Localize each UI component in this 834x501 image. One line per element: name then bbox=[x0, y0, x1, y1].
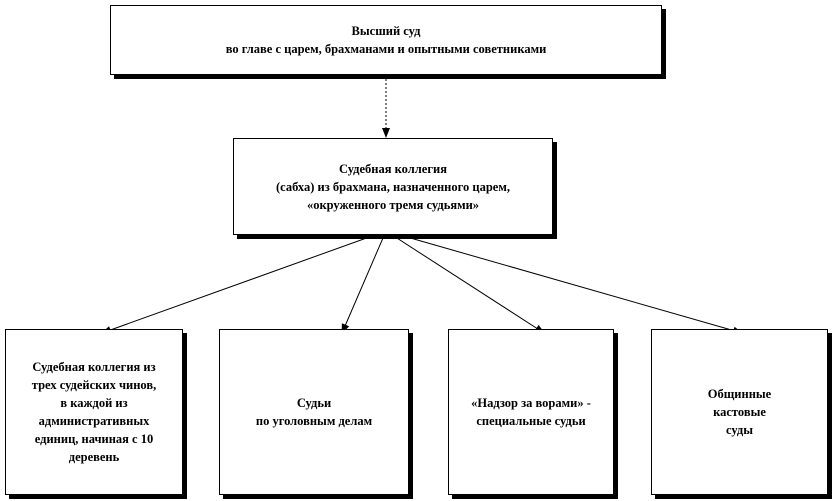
judicial-collegium-line-3: «окруженного тремя судьями» bbox=[306, 197, 480, 212]
provincial-collegium-box: Судебная коллегия из трех судейских чино… bbox=[5, 329, 183, 495]
provincial-collegium-line-2: трех судейских чинов, bbox=[31, 378, 157, 392]
judicial-collegium-box: Судебная коллегия (сабха) из брахмана, н… bbox=[233, 138, 553, 235]
supreme-court-box: Высший суд во главе с царем, брахманами … bbox=[110, 5, 662, 75]
arrow-middle-to-provincial-collegium bbox=[101, 230, 387, 334]
provincial-collegium-line-6: деревень bbox=[68, 450, 120, 464]
caste-courts-line-2: кастовые bbox=[713, 405, 766, 419]
criminal-judges-line-1: Судьи bbox=[296, 396, 332, 410]
arrow-middle-to-caste-courts bbox=[385, 230, 743, 335]
caste-courts-box: Общинные кастовые суды bbox=[651, 329, 828, 495]
arrow-middle-to-thief-supervision bbox=[385, 230, 545, 334]
supreme-court-subtitle: во главе с царем, брахманами и опытными … bbox=[225, 42, 547, 56]
thief-supervision-line-1: «Надзор за ворами» - bbox=[471, 396, 591, 410]
provincial-collegium-line-4: административных bbox=[38, 414, 150, 428]
provincial-collegium-line-1: Судебная коллегия из bbox=[32, 360, 156, 374]
judicial-collegium-line-1: Судебная коллегия bbox=[339, 161, 447, 176]
caste-courts-line-1: Общинные bbox=[707, 387, 772, 401]
judicial-collegium-line-2: (сабха) из брахмана, назначенного царем, bbox=[276, 179, 510, 194]
caste-courts-line-3: суды bbox=[726, 423, 753, 437]
supreme-court-title: Высший суд bbox=[351, 24, 421, 38]
arrow-middle-to-criminal-judges bbox=[341, 230, 387, 334]
thief-supervision-box: «Надзор за ворами» - специальные судьи bbox=[448, 329, 614, 495]
provincial-collegium-line-3: в каждой из bbox=[60, 396, 128, 410]
criminal-judges-box: Судьи по уголовным делам bbox=[219, 329, 409, 495]
thief-supervision-line-2: специальные судьи bbox=[476, 414, 586, 428]
provincial-collegium-line-5: единиц, начиная с 10 bbox=[34, 432, 154, 446]
criminal-judges-line-2: по уголовным делам bbox=[255, 414, 373, 428]
